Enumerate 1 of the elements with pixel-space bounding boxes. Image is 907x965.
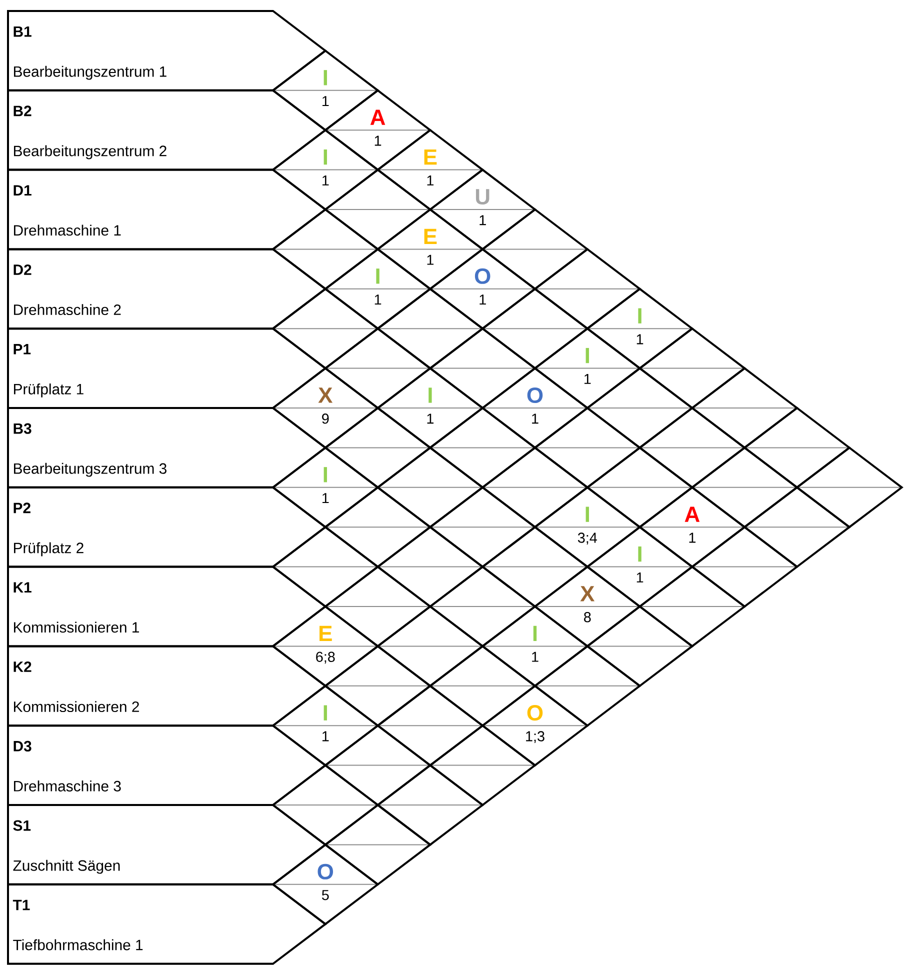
row-header-box: D2 Drehmaschine 2 (7, 248, 328, 330)
